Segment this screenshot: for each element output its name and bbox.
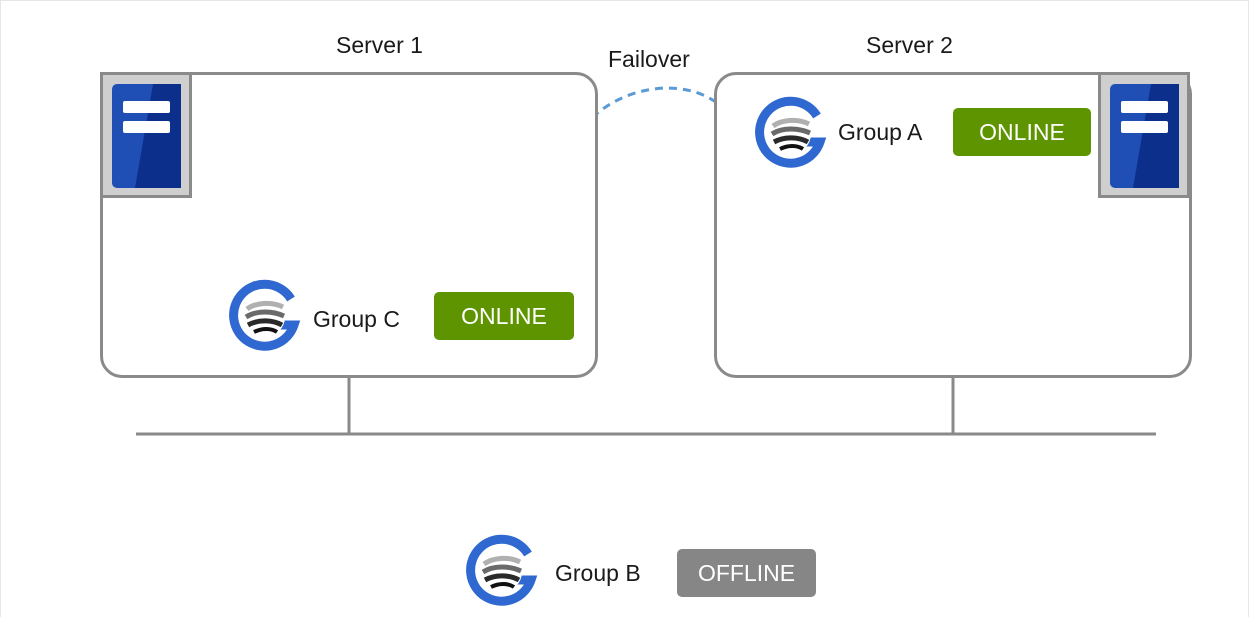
cluster-group-icon xyxy=(755,96,827,168)
server-icon xyxy=(112,84,181,188)
group-b-label: Group B xyxy=(555,560,641,586)
server-icon xyxy=(1110,84,1179,188)
server2-label: Server 2 xyxy=(866,32,953,58)
group-a-label: Group A xyxy=(838,119,923,145)
server2-icon-tile xyxy=(1098,72,1190,198)
failover-label: Failover xyxy=(608,46,690,72)
server1-label: Server 1 xyxy=(336,32,423,58)
group-c-status-badge: ONLINE xyxy=(434,292,574,340)
group-c-label: Group C xyxy=(313,306,400,332)
cluster-group-icon xyxy=(466,534,538,606)
group-b-status-badge: OFFLINE xyxy=(677,549,816,597)
cluster-group-icon xyxy=(229,279,301,351)
group-a-status-badge: ONLINE xyxy=(953,108,1091,156)
server1-icon-tile xyxy=(100,72,192,198)
